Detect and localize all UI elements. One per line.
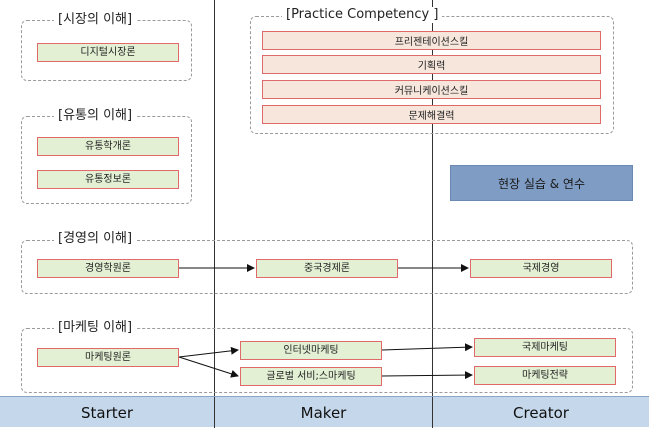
- stage-bar: Starter Maker Creator: [0, 396, 649, 428]
- course-box: 디지털시장론: [37, 43, 179, 62]
- marketing-group: [21, 328, 633, 393]
- practice-item: 프리젠테이션스킬: [262, 31, 601, 50]
- stage-label-maker: Maker: [300, 403, 347, 422]
- stage-label-starter: Starter: [80, 403, 134, 422]
- stage-separator: [214, 397, 215, 428]
- field-practice-block: 현장 실습 & 연수: [450, 165, 633, 201]
- market-group-title: [시장의 이해]: [54, 12, 137, 28]
- course-box: 글로벌 서비;스마케팅: [240, 367, 382, 386]
- course-box: 국제경영: [470, 259, 612, 278]
- divider-maker-creator: [432, 0, 433, 396]
- management-group: [21, 240, 633, 294]
- management-group-title: [경영의 이해]: [54, 231, 137, 247]
- distribution-group: [21, 116, 192, 204]
- course-box: 유통정보론: [37, 170, 179, 189]
- stage-separator: [432, 397, 433, 428]
- distribution-group-title: [유통의 이해]: [54, 108, 137, 124]
- course-box: 마케팅전략: [474, 366, 616, 385]
- course-box: 인터넷마케팅: [240, 341, 382, 360]
- stage-label-creator: Creator: [513, 403, 569, 422]
- practice-competency-title: [Practice Competency ]: [282, 7, 443, 23]
- course-box: 마케팅원론: [37, 348, 179, 367]
- divider-starter-maker: [214, 0, 215, 396]
- course-box: 경영학원론: [37, 259, 179, 278]
- course-box: 유통학개론: [37, 137, 179, 156]
- practice-item: 기획력: [262, 55, 601, 74]
- marketing-group-title: [마케팅 이해]: [54, 320, 137, 336]
- practice-item: 커뮤니케이션스킬: [262, 80, 601, 99]
- course-box: 중국경제론: [256, 259, 398, 278]
- practice-item: 문제해결력: [262, 105, 601, 124]
- course-box: 국제마케팅: [474, 338, 616, 357]
